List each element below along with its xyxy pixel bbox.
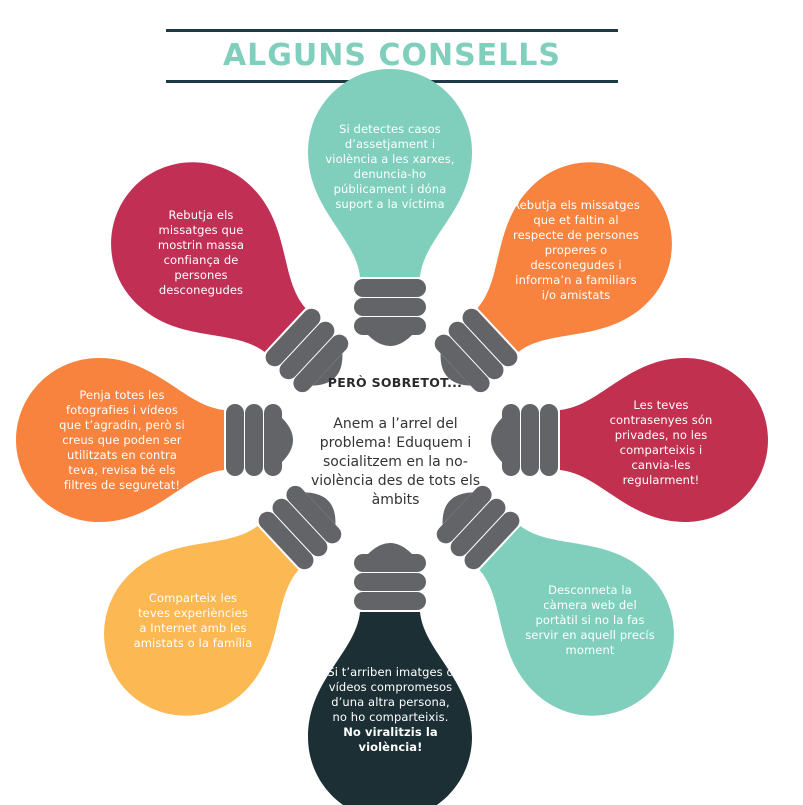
- tip-bottom-text: Si t’arriben imatges o vídeos compromeso…: [327, 665, 454, 724]
- tip-bottom-left-text: Comparteix les teves experiències a Inte…: [133, 591, 253, 650]
- tip-right-text: Les teves contrasenyes són privades, no …: [609, 398, 713, 487]
- tip-bottom: Si t’arriben imatges o vídeos compromeso…: [323, 665, 458, 755]
- tip-top-right-text: Rebutja els missatges que et faltin al r…: [512, 198, 640, 302]
- tip-bottom-right-text: Desconneta la càmera web del portàtil si…: [525, 583, 655, 657]
- tip-top-left-text: Rebutja els missatges que mostrin massa …: [157, 208, 245, 297]
- title-top-rule: [166, 29, 618, 32]
- page-title: ALGUNS CONSELLS: [222, 38, 562, 73]
- tip-left-text: Penja totes les fotografies i vídeos que…: [59, 388, 185, 492]
- tip-bottom-bold-text: No viralitzis la violència!: [343, 725, 438, 754]
- center-message: Anem a l’arrel del problema! Eduquem i s…: [310, 416, 480, 508]
- tip-top-text: Si detectes casos d’assetjament i violèn…: [325, 122, 455, 211]
- center-heading: PERÒ SOBRETOT...: [327, 375, 463, 390]
